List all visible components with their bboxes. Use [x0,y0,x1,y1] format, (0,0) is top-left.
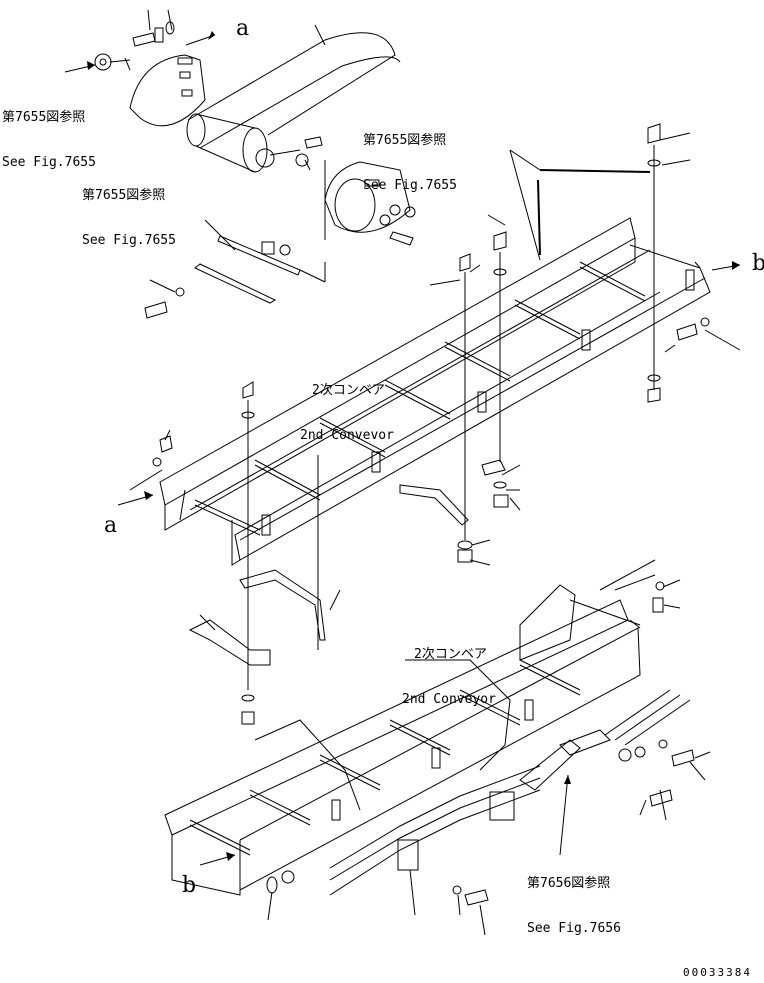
ref-fig-7655-lower-left-en: See Fig.7655 [82,233,176,248]
arrow-letter-b-bottom: b [182,873,197,898]
belt-drum-assembly [186,24,401,173]
upper-brackets [188,455,509,666]
lower-conveyor-label-en: 2nd Conveyor [402,692,496,707]
ref-fig-7655-left-jp: 第7655図参照 [2,110,86,125]
scraper-parts [144,235,326,319]
upper-cross-members [194,261,695,536]
leader-lines [109,59,741,936]
lower-conveyor-frame [164,559,656,896]
lower-conveyor-label: 2次コンベア 2nd Conveyor [402,617,496,722]
left-bearing-plate [94,53,206,127]
upper-conveyor-label-en: 2nd Convevor [300,428,394,443]
upper-hardware [152,123,710,690]
lower-bottom-hardware [266,870,295,894]
arrow-letter-b-right: b [752,251,764,276]
ref-fig-7656-jp: 第7656図参照 [527,876,611,891]
direction-arrows[interactable] [64,31,741,866]
ref-fig-7655-right-jp: 第7655図参照 [363,133,447,148]
lower-conveyor-label-jp: 2次コンベア [414,647,487,662]
upper-conveyor-frame [159,217,711,566]
ref-fig-7655-lower-left-jp: 第7655図参照 [82,188,166,203]
arrow-letter-a-left: a [104,513,118,538]
ref-fig-7655-left: 第7655図参照 See Fig.7655 [2,80,96,185]
ref-fig-7655-left-en: See Fig.7655 [2,155,96,170]
upper-bottom-hardware [241,694,255,725]
top-bolts [132,9,175,47]
right-bearing-plate [295,136,416,246]
ref-fig-7655-right: 第7655図参照 See Fig.7655 [363,103,457,208]
upper-conveyor-label-jp: 2次コンベア [312,383,385,398]
lower-cross-members [189,659,581,856]
ref-fig-7656: 第7656図参照 See Fig.7656 [527,846,621,951]
ref-fig-7656-en: See Fig.7656 [527,921,621,936]
ref-fig-7655-right-en: See Fig.7655 [363,178,457,193]
arrow-letter-a-top: a [236,16,250,41]
drawing-number: 00033384 [683,966,752,979]
lower-hoses [329,574,695,906]
ref-fig-7655-lower-left: 第7655図参照 See Fig.7655 [82,158,176,263]
upper-conveyor-label: 2次コンベア 2nd Convevor [300,353,394,458]
